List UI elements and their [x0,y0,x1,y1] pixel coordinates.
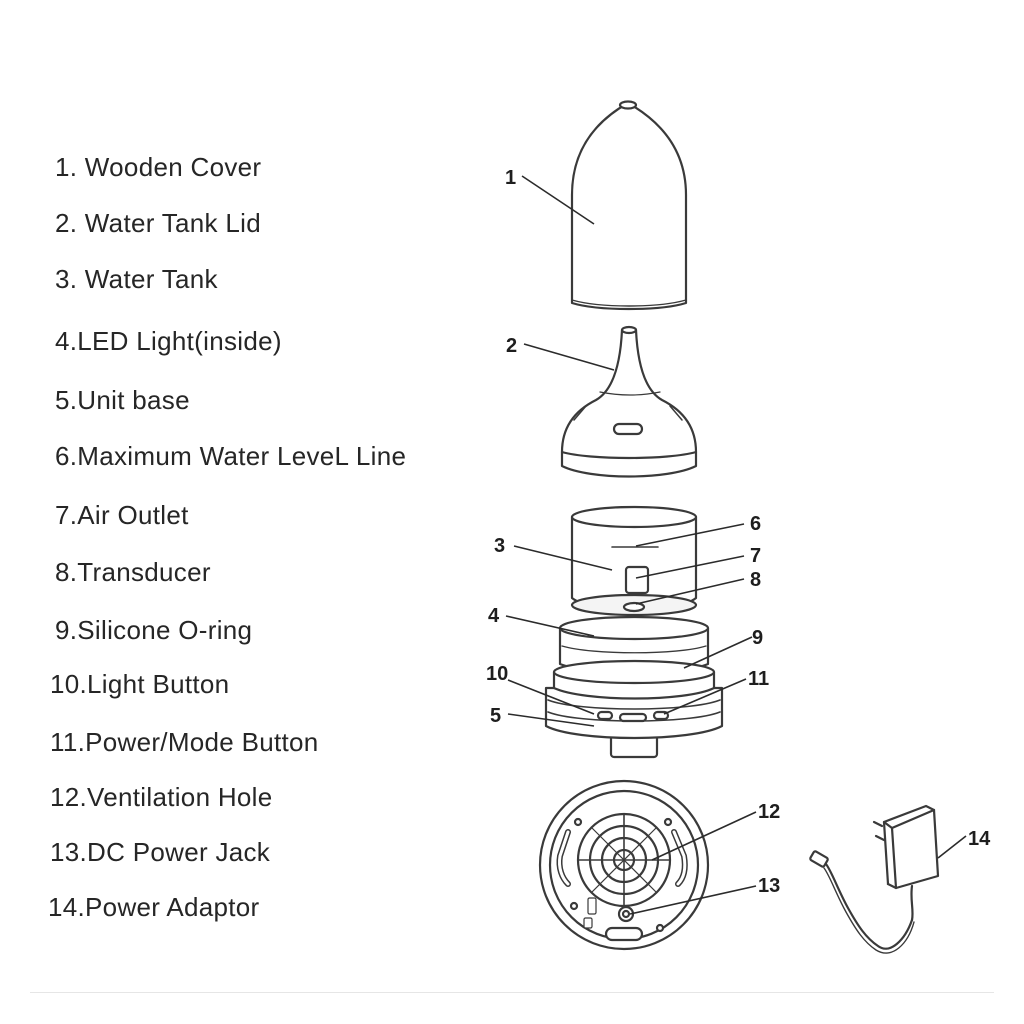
leader-lines [505,175,967,915]
legend-item-unit-base: 5.Unit base [55,385,190,415]
bottom-divider [30,992,994,993]
callout-8: 8 [750,569,761,591]
callout-2: 2 [506,335,517,357]
callout-1: 1 [505,167,516,189]
power-adaptor-drawing [809,804,940,954]
callout-10: 10 [486,663,508,685]
unit-base-drawing [544,659,724,759]
callout-7: 7 [750,545,761,567]
legend-item-power-adaptor: 14.Power Adaptor [48,892,260,922]
legend-item-wooden-cover: 1. Wooden Cover [55,152,262,182]
legend-item-light-button: 10.Light Button [50,669,230,699]
legend-item-max-water-level: 6.Maximum Water LeveL Line [55,441,407,471]
callout-14: 14 [968,828,991,850]
legend-item-silicone-o-ring: 9.Silicone O-ring [55,615,253,645]
water-tank-lid-drawing [560,325,698,478]
callout-13: 13 [758,875,780,897]
legend-item-air-outlet: 7.Air Outlet [55,500,189,530]
legend-item-water-tank: 3. Water Tank [55,264,218,294]
water-tank-drawing [570,505,698,617]
callout-11: 11 [748,668,769,690]
legend-item-transducer: 8.Transducer [55,557,211,587]
callout-5: 5 [490,705,501,727]
callout-12: 12 [758,801,780,823]
legend-item-ventilation-hole: 12.Ventilation Hole [50,782,273,812]
callout-6: 6 [750,513,761,535]
legend-item-led-light: 4.LED Light(inside) [55,326,282,356]
legend-item-water-tank-lid: 2. Water Tank Lid [55,208,261,238]
legend-item-dc-power-jack: 13.DC Power Jack [50,837,271,867]
callout-3: 3 [494,535,505,557]
parts-legend: 1. Wooden Cover 2. Water Tank Lid 3. Wat… [0,0,470,1000]
legend-item-power-mode-button: 11.Power/Mode Button [50,727,319,757]
callout-4: 4 [488,605,500,627]
callout-numbers: 1 2 3 4 5 6 7 8 9 10 11 12 13 14 [486,167,991,897]
wooden-cover-drawing [570,100,688,311]
base-bottom-view-drawing [538,779,710,951]
callout-9: 9 [752,627,763,649]
